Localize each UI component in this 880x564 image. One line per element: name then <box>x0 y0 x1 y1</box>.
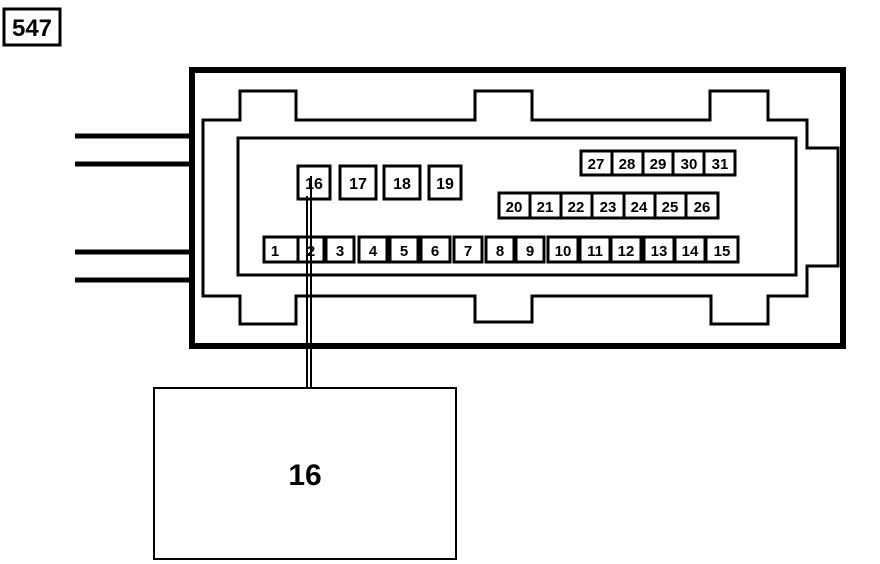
pin-27-label: 27 <box>588 156 605 173</box>
pin-23-label: 23 <box>600 199 617 216</box>
probe-lead <box>306 176 312 388</box>
pin-16-label: 16 <box>305 176 323 193</box>
pin-19-cell <box>427 164 463 201</box>
pin-12-label: 12 <box>618 243 635 260</box>
pin-31-label: 31 <box>712 156 729 173</box>
pin-29-label: 29 <box>650 156 667 173</box>
pin-7-label: 7 <box>464 243 472 260</box>
upper-large-pins: 16 17 18 19 <box>296 164 463 201</box>
pin-16-cell <box>296 164 332 201</box>
bottom-row-pins: 1 2 3 4 5 6 7 8 9 10 11 12 13 14 15 <box>262 235 740 264</box>
figure-number-badge: 547 <box>2 7 62 47</box>
pin-18-label: 18 <box>393 176 411 193</box>
pin-22-label: 22 <box>568 199 585 216</box>
pin-28-label: 28 <box>619 156 636 173</box>
pin-30-label: 30 <box>681 156 698 173</box>
pin-11-label: 11 <box>587 243 603 260</box>
pin-26-label: 26 <box>694 199 711 216</box>
pin-17-cell <box>338 164 378 201</box>
pin-14-label: 14 <box>682 243 699 260</box>
pin-20-label: 20 <box>506 199 523 216</box>
pin-19-label: 19 <box>436 176 454 193</box>
wire-harness <box>75 133 192 283</box>
pin-17-label: 17 <box>349 176 367 193</box>
figure-number: 547 <box>12 15 52 42</box>
pin-21-label: 21 <box>537 199 554 216</box>
pin-9-label: 9 <box>526 243 534 260</box>
top-row-pins: 27 28 29 30 31 <box>579 149 737 177</box>
middle-row-pins: 20 21 22 23 24 25 26 <box>497 191 720 220</box>
pin-18-cell <box>382 164 422 201</box>
pin-24-label: 24 <box>631 199 648 216</box>
pin-4-label: 4 <box>369 243 378 260</box>
connector-keyed-outline <box>201 89 840 326</box>
middle-row-frame <box>497 191 720 220</box>
pin-6-label: 6 <box>431 243 439 260</box>
pin-10-label: 10 <box>555 243 572 260</box>
pin-5-label: 5 <box>400 243 408 260</box>
top-row-frame <box>579 149 737 177</box>
pin-8-label: 8 <box>496 243 504 260</box>
pin-13-label: 13 <box>651 243 668 260</box>
pin-3-label: 3 <box>336 243 344 260</box>
pin-15-label: 15 <box>714 243 731 260</box>
component-box <box>153 387 457 560</box>
component-box-label: 16 <box>288 459 321 492</box>
pin-25-label: 25 <box>662 199 679 216</box>
pin-1-label: 1 <box>271 243 279 260</box>
